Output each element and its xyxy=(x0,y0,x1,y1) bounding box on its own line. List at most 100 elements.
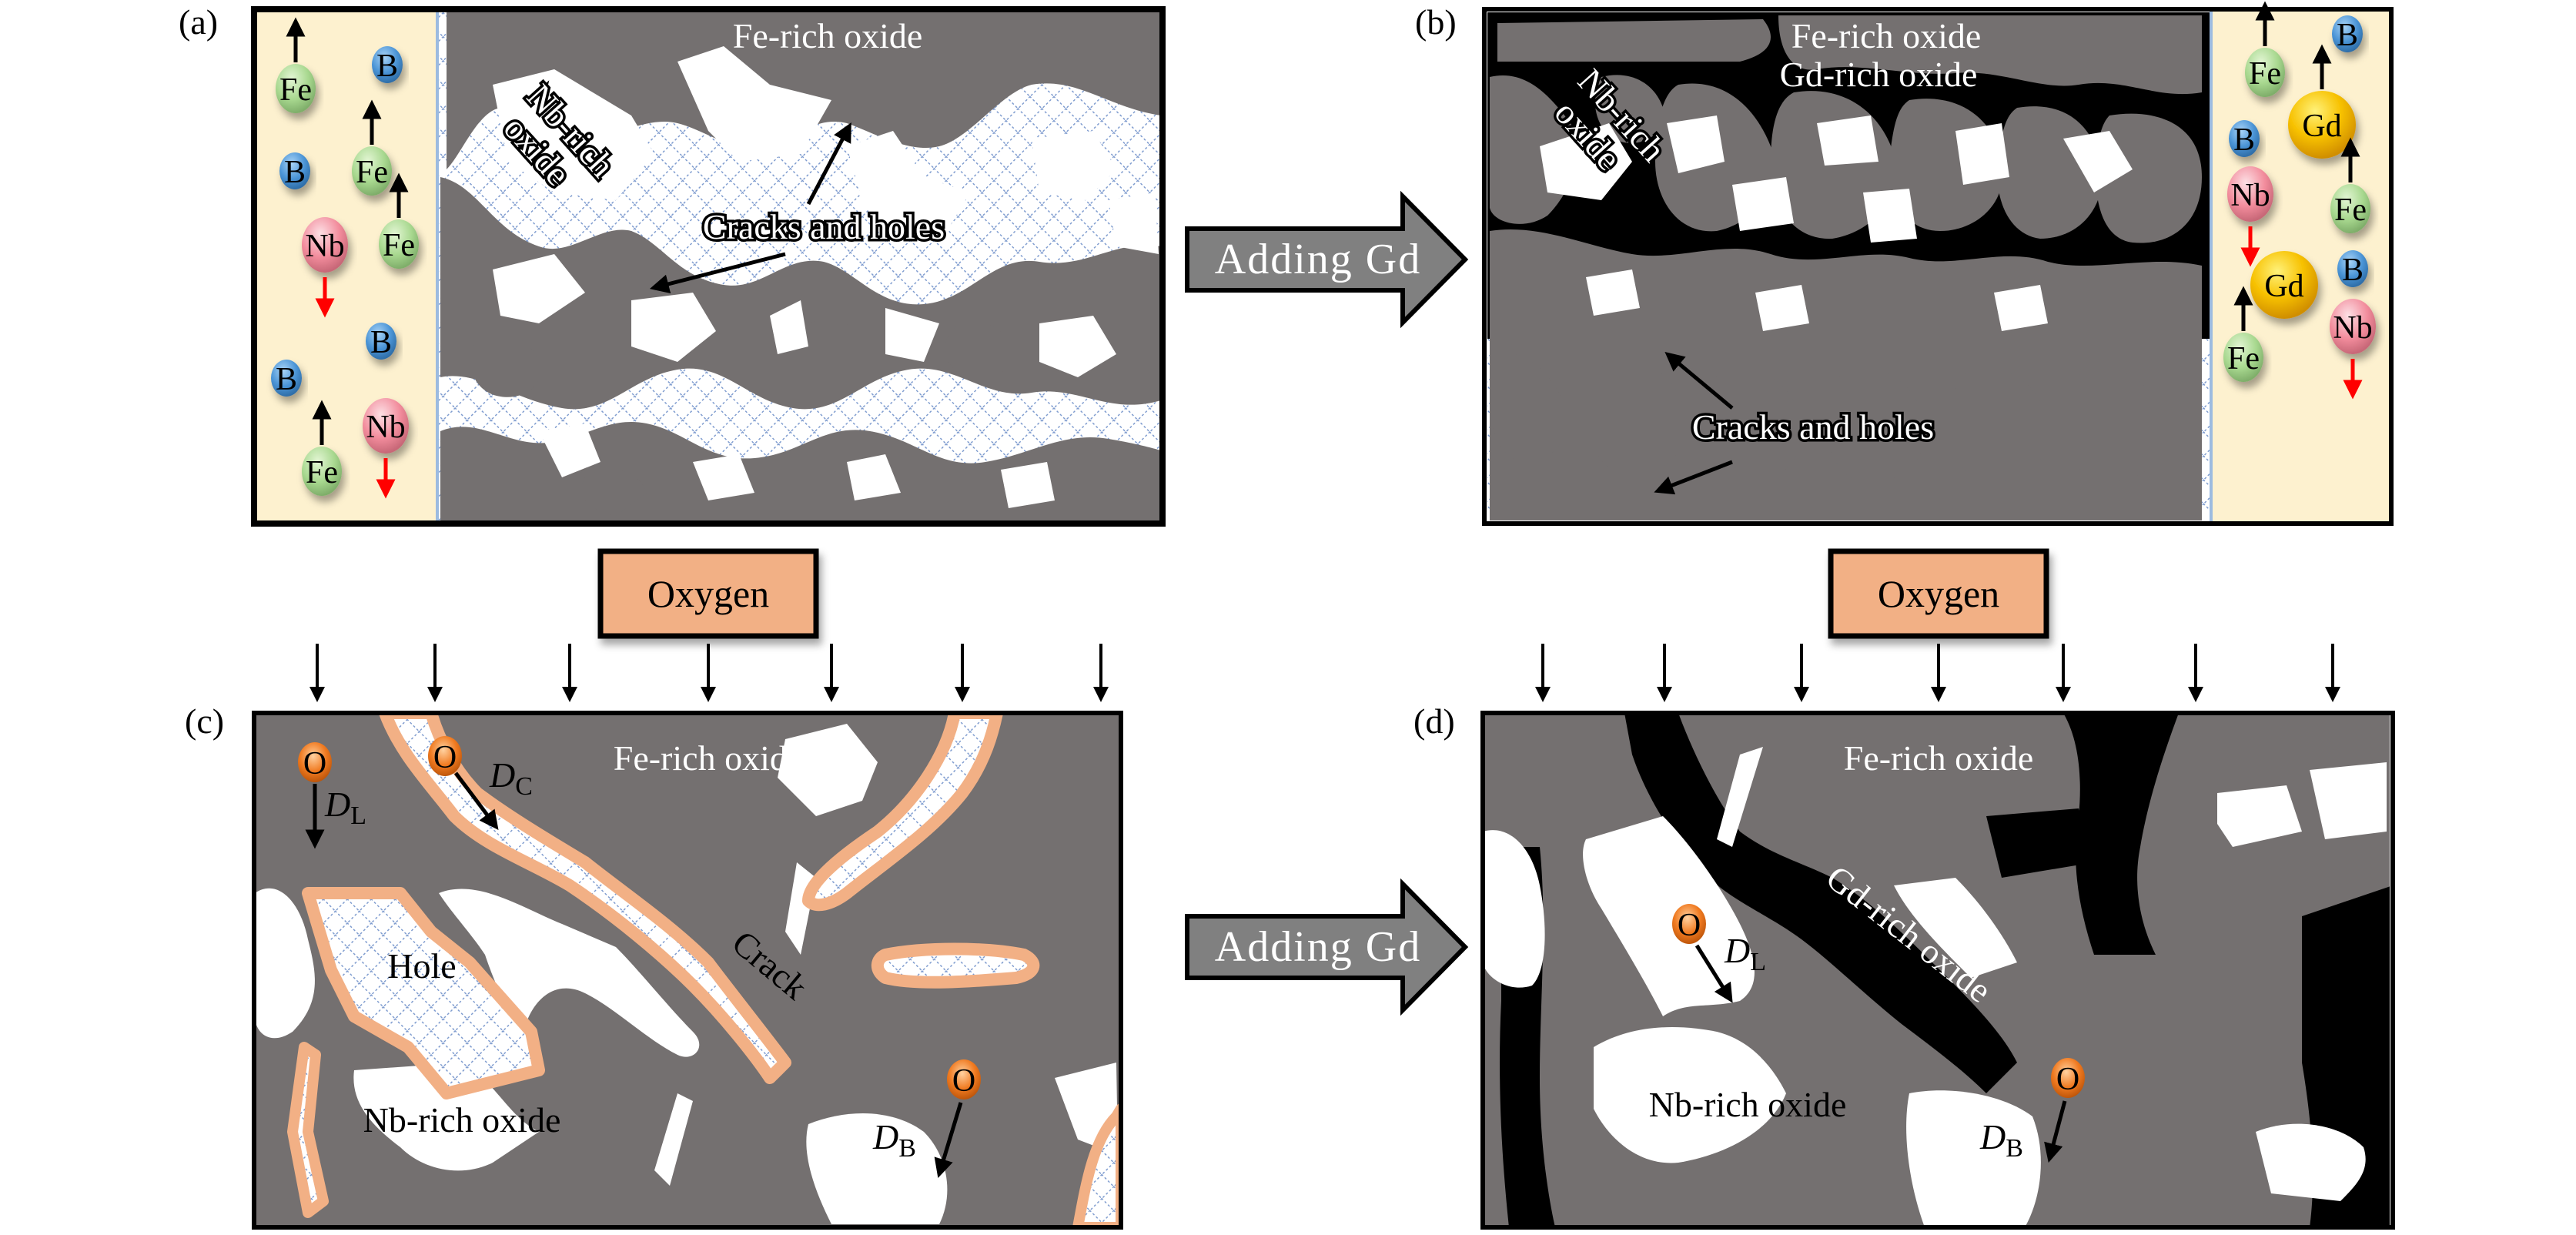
panel-frame-c xyxy=(252,711,1123,1230)
oxygen-source-right: Oxygen xyxy=(1828,548,2049,639)
adding-gd-label-bottom: Adding Gd xyxy=(1215,923,1421,971)
oxygen-source-left: Oxygen xyxy=(597,548,819,639)
gd-rich-channel-d xyxy=(1624,715,2017,1093)
atom-sphere xyxy=(2229,120,2260,157)
atom-sphere xyxy=(302,447,342,496)
atom-symbol: Nb xyxy=(366,410,405,445)
atom-symbol: Fe xyxy=(356,155,388,190)
atom-sphere xyxy=(379,219,419,269)
dl-label-d: DL xyxy=(1724,931,1766,976)
diffusion-arrow-db-d xyxy=(2044,1100,2067,1163)
panel-c: (c) Fe-rich oxide Nb-rich oxide Hole Cra… xyxy=(185,701,1123,1230)
atom-symbol: B xyxy=(2337,18,2358,53)
crack-c xyxy=(379,715,791,1084)
cracks-holes-label-b: Cracks and holes xyxy=(1692,407,1934,447)
fe-rich-oxide-label-b: Fe-rich oxide xyxy=(1791,16,1982,55)
atom-symbol: Gd xyxy=(2264,269,2303,304)
atom-fe: Fe xyxy=(302,400,342,496)
diffusion-arrow-db-c xyxy=(934,1102,963,1178)
atom-b: B xyxy=(2337,250,2368,288)
cracks-pointer-arrow-b1 xyxy=(1664,351,1734,410)
dl-label-c: DL xyxy=(324,785,366,830)
atom-fe: Fe xyxy=(276,17,316,113)
atom-b: B xyxy=(279,152,310,190)
panel-frame-d xyxy=(1480,711,2395,1230)
atom-symbol: B xyxy=(276,362,297,397)
oxygen-label-left: Oxygen xyxy=(647,572,769,615)
atom-b: B xyxy=(366,323,396,360)
oxygen-atom-c3: O xyxy=(947,1059,981,1099)
adding-gd-arrow-bottom: Adding Gd xyxy=(1185,878,1469,1016)
hole-label-c: Hole xyxy=(387,946,456,986)
atom-symbol: Nb xyxy=(2333,310,2372,346)
adding-gd-label-top: Adding Gd xyxy=(1215,236,1421,283)
oxygen-symbol: O xyxy=(433,740,457,775)
db-label-c: DB xyxy=(872,1117,916,1163)
atom-symbol: B xyxy=(2342,253,2364,288)
atom-sphere xyxy=(2332,15,2363,52)
panel-label-c: (c) xyxy=(185,701,224,741)
adding-gd-arrow-top: Adding Gd xyxy=(1185,190,1469,329)
atom-symbol: Nb xyxy=(305,229,344,264)
gd-rich-oxide-label-b: Gd-rich oxide xyxy=(1780,55,1978,94)
atom-b: B xyxy=(271,360,302,397)
atom-symbol: Gd xyxy=(2302,109,2341,144)
oxygen-atom-c1: O xyxy=(298,742,332,782)
atom-sphere xyxy=(363,398,409,454)
panel-a: (a) xyxy=(179,2,1166,527)
atom-fe: Fe xyxy=(2330,137,2370,233)
panel-d: (d) Fe-rich oxide Gd-rich oxide Nb-rich … xyxy=(1413,701,2395,1230)
oxide-layer-a xyxy=(439,12,1161,520)
atom-sphere xyxy=(2223,333,2263,382)
fe-rich-oxide-label-c: Fe-rich oxide xyxy=(614,738,804,778)
atom-fe: Fe xyxy=(2245,1,2285,97)
cracks-pointer-arrow-b2 xyxy=(1654,460,1733,495)
oxygen-label-right: Oxygen xyxy=(1878,572,1999,615)
oxygen-atom-d1: O xyxy=(1672,904,1706,944)
panel-b: (b) xyxy=(1415,1,2394,526)
panel-label-b: (b) xyxy=(1415,2,1457,42)
atom-sphere xyxy=(366,323,396,360)
oxide-layer-b xyxy=(1487,12,2210,520)
fe-rich-oxide-label-d: Fe-rich oxide xyxy=(1844,738,2034,778)
atom-fe: Fe xyxy=(352,99,392,196)
atom-fe: Fe xyxy=(379,172,419,269)
atom-b: B xyxy=(2229,120,2260,158)
atom-b: B xyxy=(2332,15,2363,53)
panel-frame-b xyxy=(1482,7,2394,526)
atom-symbol: B xyxy=(376,49,398,84)
panel-frame-a xyxy=(251,6,1166,527)
atom-sphere xyxy=(276,64,316,113)
atom-symbol: Fe xyxy=(2249,56,2281,92)
atom-sphere xyxy=(2250,251,2318,319)
atom-symbol: B xyxy=(370,325,392,360)
atom-nb: Nb xyxy=(363,398,409,499)
atom-symbol: Nb xyxy=(2230,178,2270,213)
atom-sphere xyxy=(352,146,392,196)
atom-symbol: Fe xyxy=(383,228,415,263)
atom-sphere xyxy=(2227,166,2273,222)
atom-sphere xyxy=(2245,48,2285,97)
panel-label-d: (d) xyxy=(1413,701,1455,741)
atom-sphere xyxy=(2330,299,2376,354)
atom-sphere xyxy=(271,360,302,397)
oxygen-symbol: O xyxy=(1678,908,1701,943)
panel-label-a: (a) xyxy=(179,2,218,42)
atom-symbol: Fe xyxy=(2334,192,2367,228)
cracks-pointer-arrow-a2 xyxy=(806,122,851,206)
atom-fe: Fe xyxy=(2223,286,2263,382)
atom-symbol: Fe xyxy=(306,455,338,490)
atom-gd: Gd xyxy=(2288,44,2356,159)
diffusion-arrow-dc-c xyxy=(454,771,499,830)
atom-symbol: B xyxy=(284,155,306,190)
atom-sphere xyxy=(2288,91,2356,159)
nb-rich-grain-d xyxy=(1594,1027,1786,1163)
atom-gd: Gd xyxy=(2250,251,2318,319)
nb-rich-grain-b xyxy=(1540,123,1632,200)
nb-rich-grain-c xyxy=(353,1063,539,1171)
oxygen-symbol: O xyxy=(952,1063,975,1099)
atom-sphere xyxy=(279,152,310,189)
